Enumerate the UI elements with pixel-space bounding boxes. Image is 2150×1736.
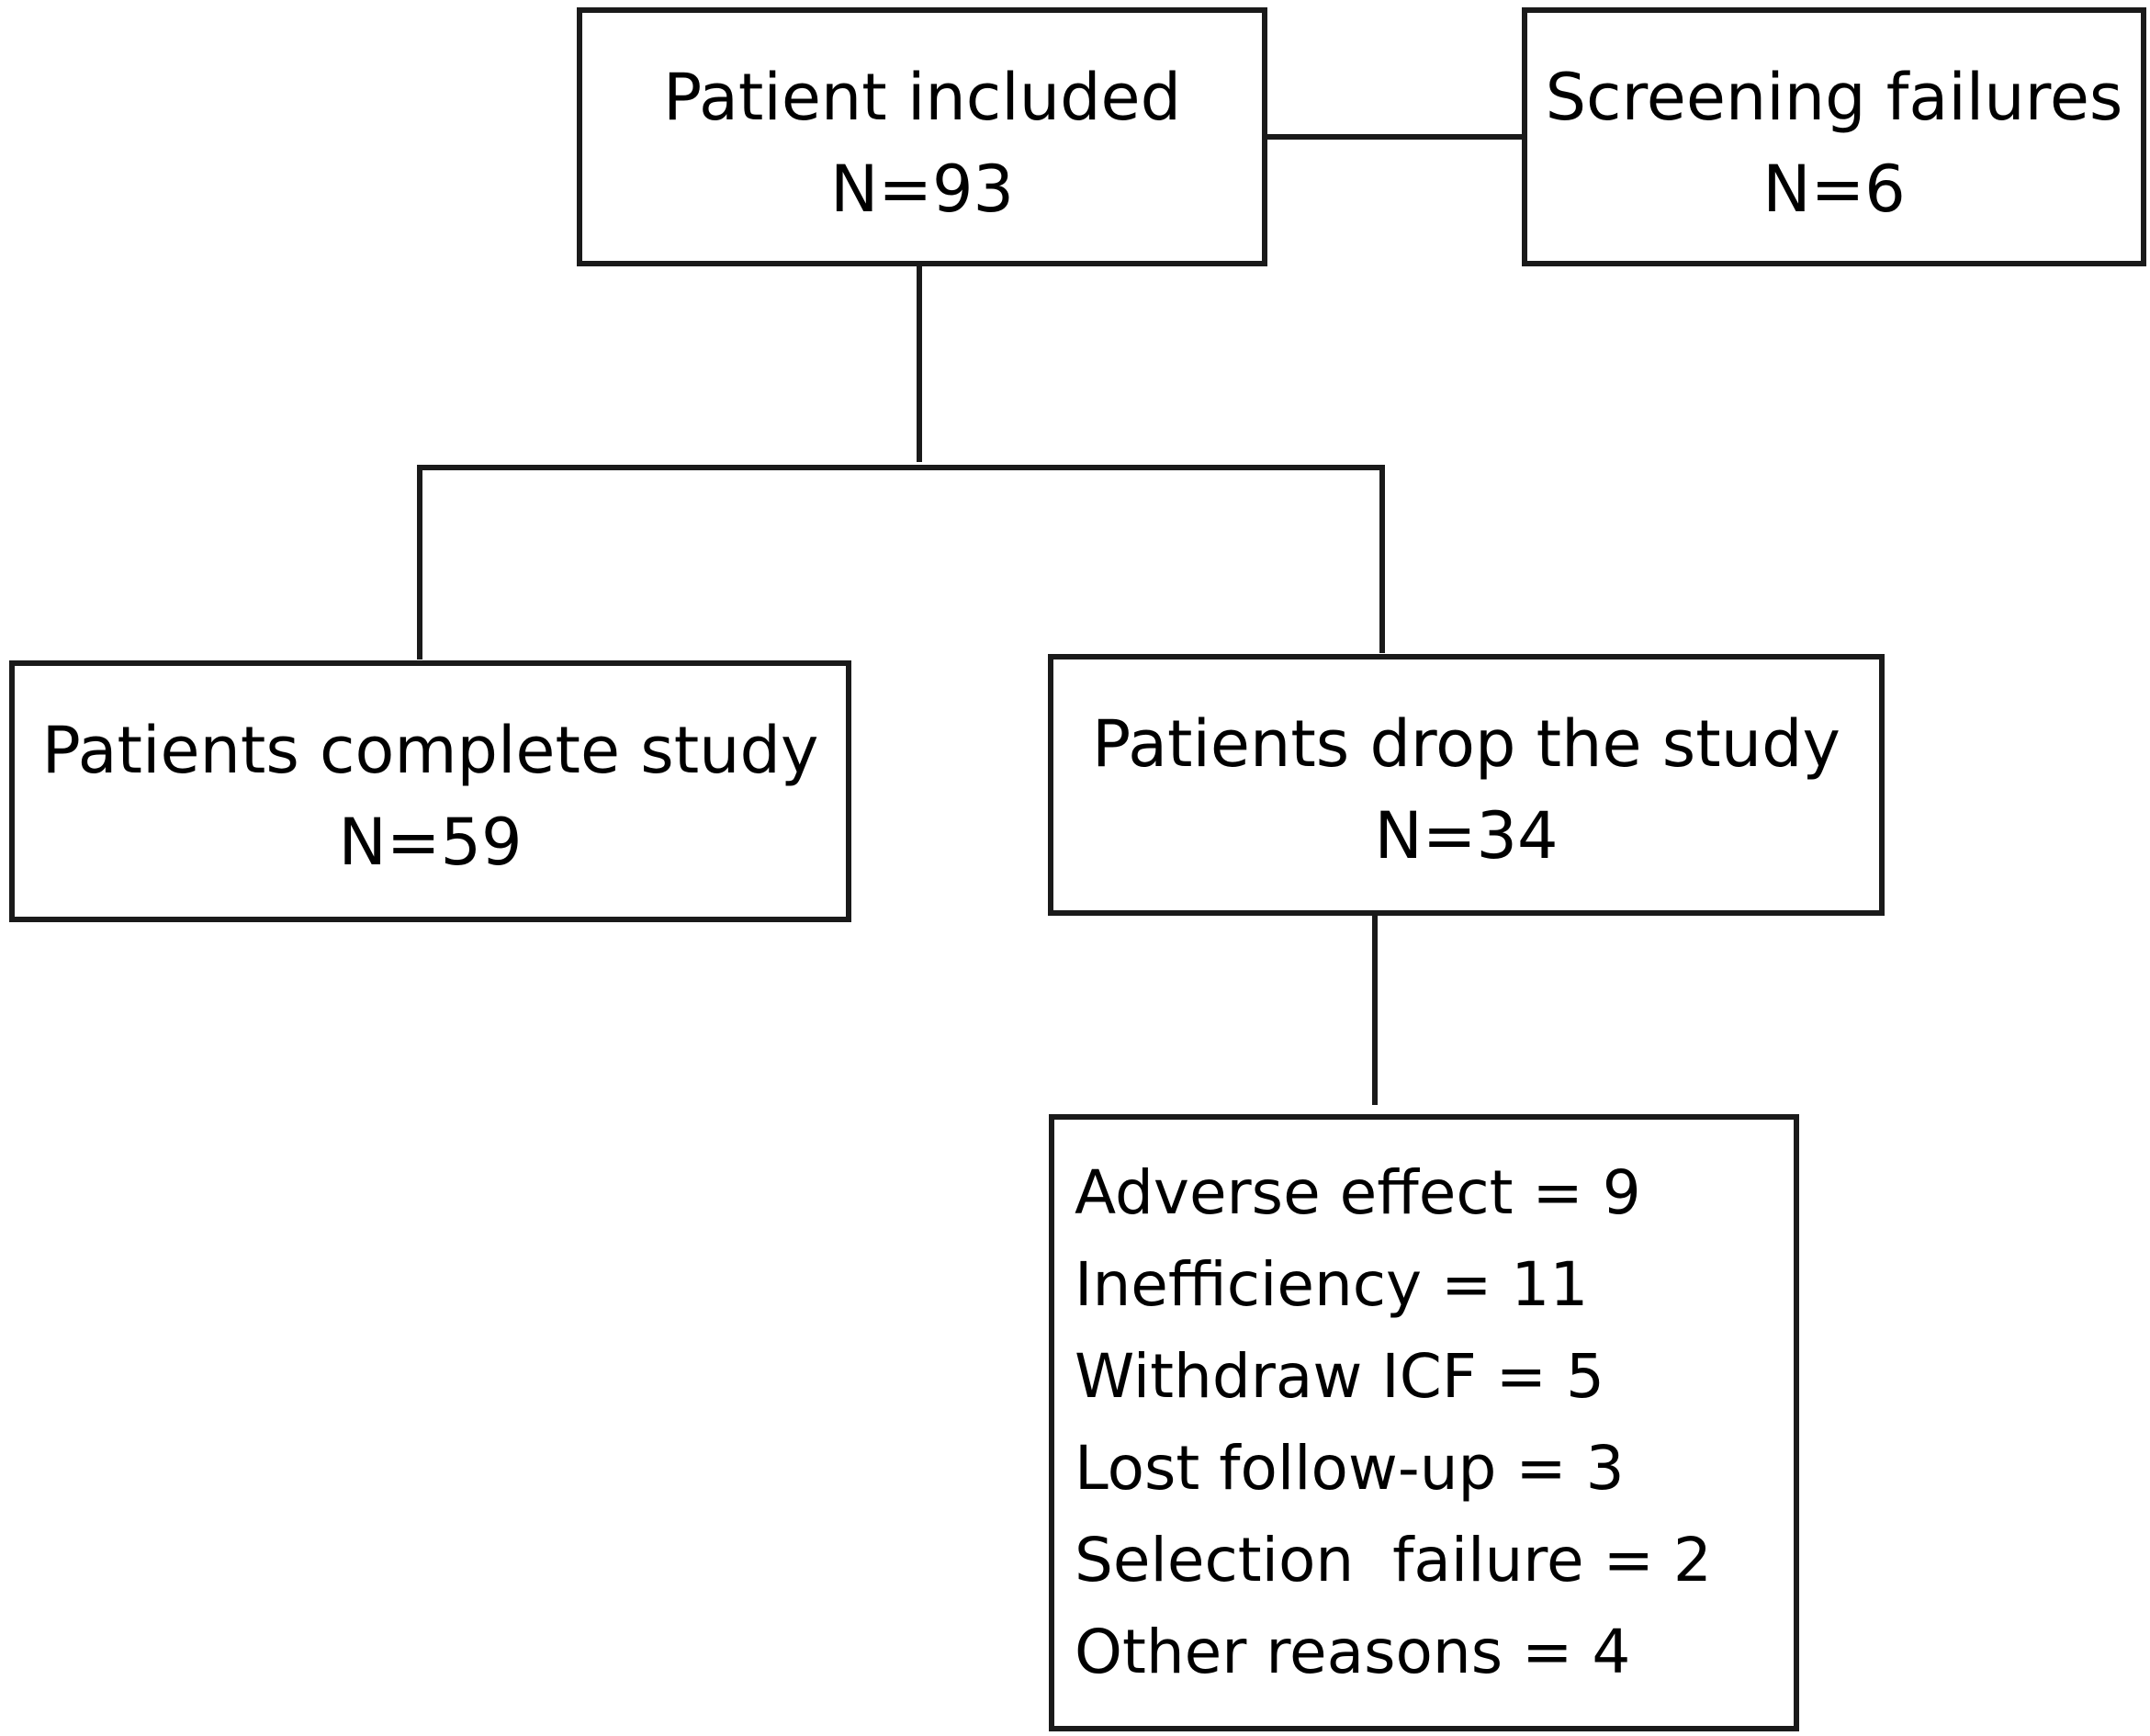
patients-drop-count: N=34	[1374, 798, 1559, 874]
drop-reasons-box: Adverse effect = 9 Inefficiency = 11 Wit…	[1049, 1114, 1799, 1731]
patient-included-title: Patient included	[662, 60, 1182, 135]
patients-drop-title: Patients drop the study	[1092, 706, 1840, 782]
screening-failures-title: Screening failures	[1545, 60, 2123, 135]
patients-complete-box: Patients complete study N=59	[9, 660, 851, 922]
patient-included-count: N=93	[829, 152, 1015, 227]
drop-reason-item: Adverse effect = 9	[1075, 1157, 1641, 1228]
drop-reason-item: Withdraw ICF = 5	[1075, 1341, 1605, 1412]
drop-reason-item: Inefficiency = 11	[1075, 1249, 1589, 1320]
patient-included-box: Patient included N=93	[577, 7, 1267, 266]
screening-failures-box: Screening failures N=6	[1522, 7, 2146, 266]
patients-complete-title: Patients complete study	[41, 713, 819, 788]
screening-failures-count: N=6	[1762, 152, 1906, 227]
drop-reason-item: Other reasons = 4	[1075, 1617, 1631, 1687]
patients-drop-box: Patients drop the study N=34	[1048, 654, 1885, 916]
drop-reason-item: Selection failure = 2	[1075, 1525, 1712, 1595]
patients-complete-count: N=59	[338, 805, 523, 880]
drop-reason-item: Lost follow-up = 3	[1075, 1433, 1625, 1504]
